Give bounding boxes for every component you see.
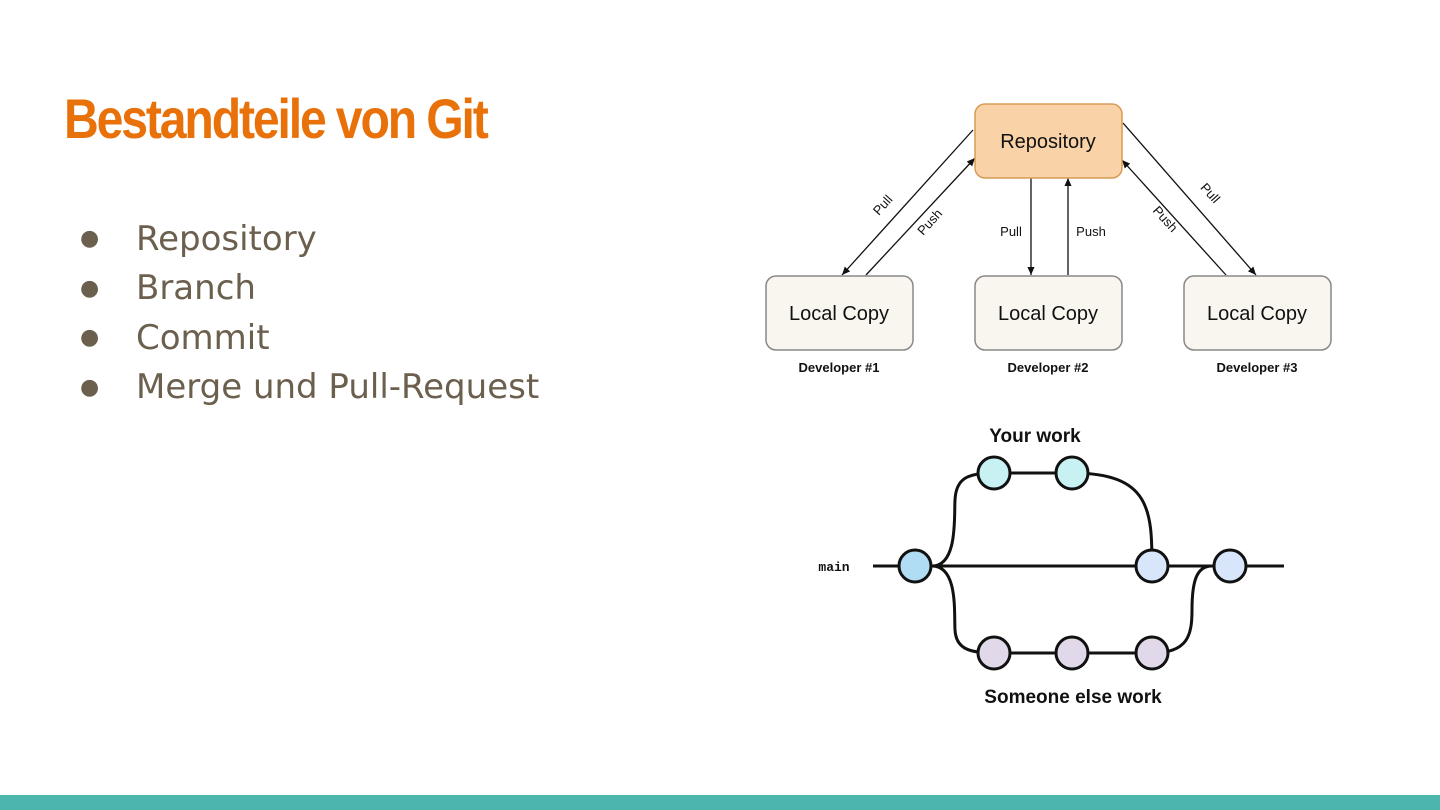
developer-label-2: Developer #2 bbox=[1008, 360, 1089, 375]
main-branch-label: main bbox=[818, 560, 849, 575]
bullet-icon: ● bbox=[80, 374, 100, 400]
push-arrow-dev3 bbox=[1121, 159, 1227, 276]
developer-label-1: Developer #1 bbox=[799, 360, 880, 375]
bullet-text: Branch bbox=[136, 268, 256, 309]
bullet-text: Merge und Pull-Request bbox=[136, 367, 540, 408]
footer-bar bbox=[0, 795, 1440, 810]
local-copy-label-dev3: Local Copy bbox=[1207, 303, 1307, 325]
your-work-label: Your work bbox=[989, 426, 1081, 447]
bullet-item: ● Commit bbox=[80, 313, 539, 363]
pull-label-dev1: Pull bbox=[870, 192, 896, 218]
pull-label-dev2: Pull bbox=[1000, 224, 1022, 239]
commit-node-someone-else bbox=[976, 635, 1012, 671]
pull-arrow-dev1 bbox=[841, 129, 974, 276]
push-label-dev1: Push bbox=[914, 206, 945, 238]
pull-arrow-dev3 bbox=[1122, 122, 1257, 276]
slide-title: Bestandteile von Git bbox=[64, 87, 489, 150]
pull-label-dev3: Pull bbox=[1198, 180, 1224, 206]
bullet-text: Repository bbox=[136, 218, 317, 259]
local-copy-box-dev3 bbox=[1183, 275, 1332, 351]
repository-label: Repository bbox=[1000, 131, 1096, 153]
branch-diagram: Your work main Someone else work bbox=[818, 426, 1284, 708]
commit-node-your-work bbox=[976, 455, 1012, 491]
local-copy-label-dev1: Local Copy bbox=[789, 303, 889, 325]
commit-node-your-work bbox=[1054, 455, 1090, 491]
push-label-dev3: Push bbox=[1150, 203, 1181, 235]
commit-node-merge bbox=[1212, 548, 1248, 584]
bullet-item: ● Repository bbox=[80, 214, 539, 264]
someone-else-work-label: Someone else work bbox=[984, 687, 1162, 708]
bullet-item: ● Merge und Pull-Request bbox=[80, 363, 539, 413]
push-label-dev2: Push bbox=[1076, 224, 1106, 239]
local-copy-box-dev2 bbox=[974, 275, 1123, 351]
bullet-text: Commit bbox=[136, 317, 270, 358]
bullet-icon: ● bbox=[80, 275, 100, 301]
local-copy-label-dev2: Local Copy bbox=[998, 303, 1098, 325]
repository-box bbox=[974, 103, 1123, 179]
git-diagrams: Pull Push Pull Push Push Pull Repository… bbox=[765, 103, 1332, 708]
commit-node-someone-else bbox=[1134, 635, 1170, 671]
commit-node-someone-else bbox=[1054, 635, 1090, 671]
developer-label-3: Developer #3 bbox=[1217, 360, 1298, 375]
bullet-icon: ● bbox=[80, 325, 100, 351]
commit-node-merge bbox=[1134, 548, 1170, 584]
bullet-icon: ● bbox=[80, 226, 100, 252]
push-arrow-dev1 bbox=[865, 157, 976, 276]
your-work-branch bbox=[931, 471, 1154, 568]
bullet-list: ● Repository ● Branch ● Commit ● Merge u… bbox=[80, 214, 539, 412]
local-copy-box-dev1 bbox=[765, 275, 914, 351]
bullet-item: ● Branch bbox=[80, 264, 539, 314]
workflow-diagram: Pull Push Pull Push Push Pull Repository… bbox=[765, 103, 1332, 375]
commit-node-main bbox=[897, 548, 933, 584]
